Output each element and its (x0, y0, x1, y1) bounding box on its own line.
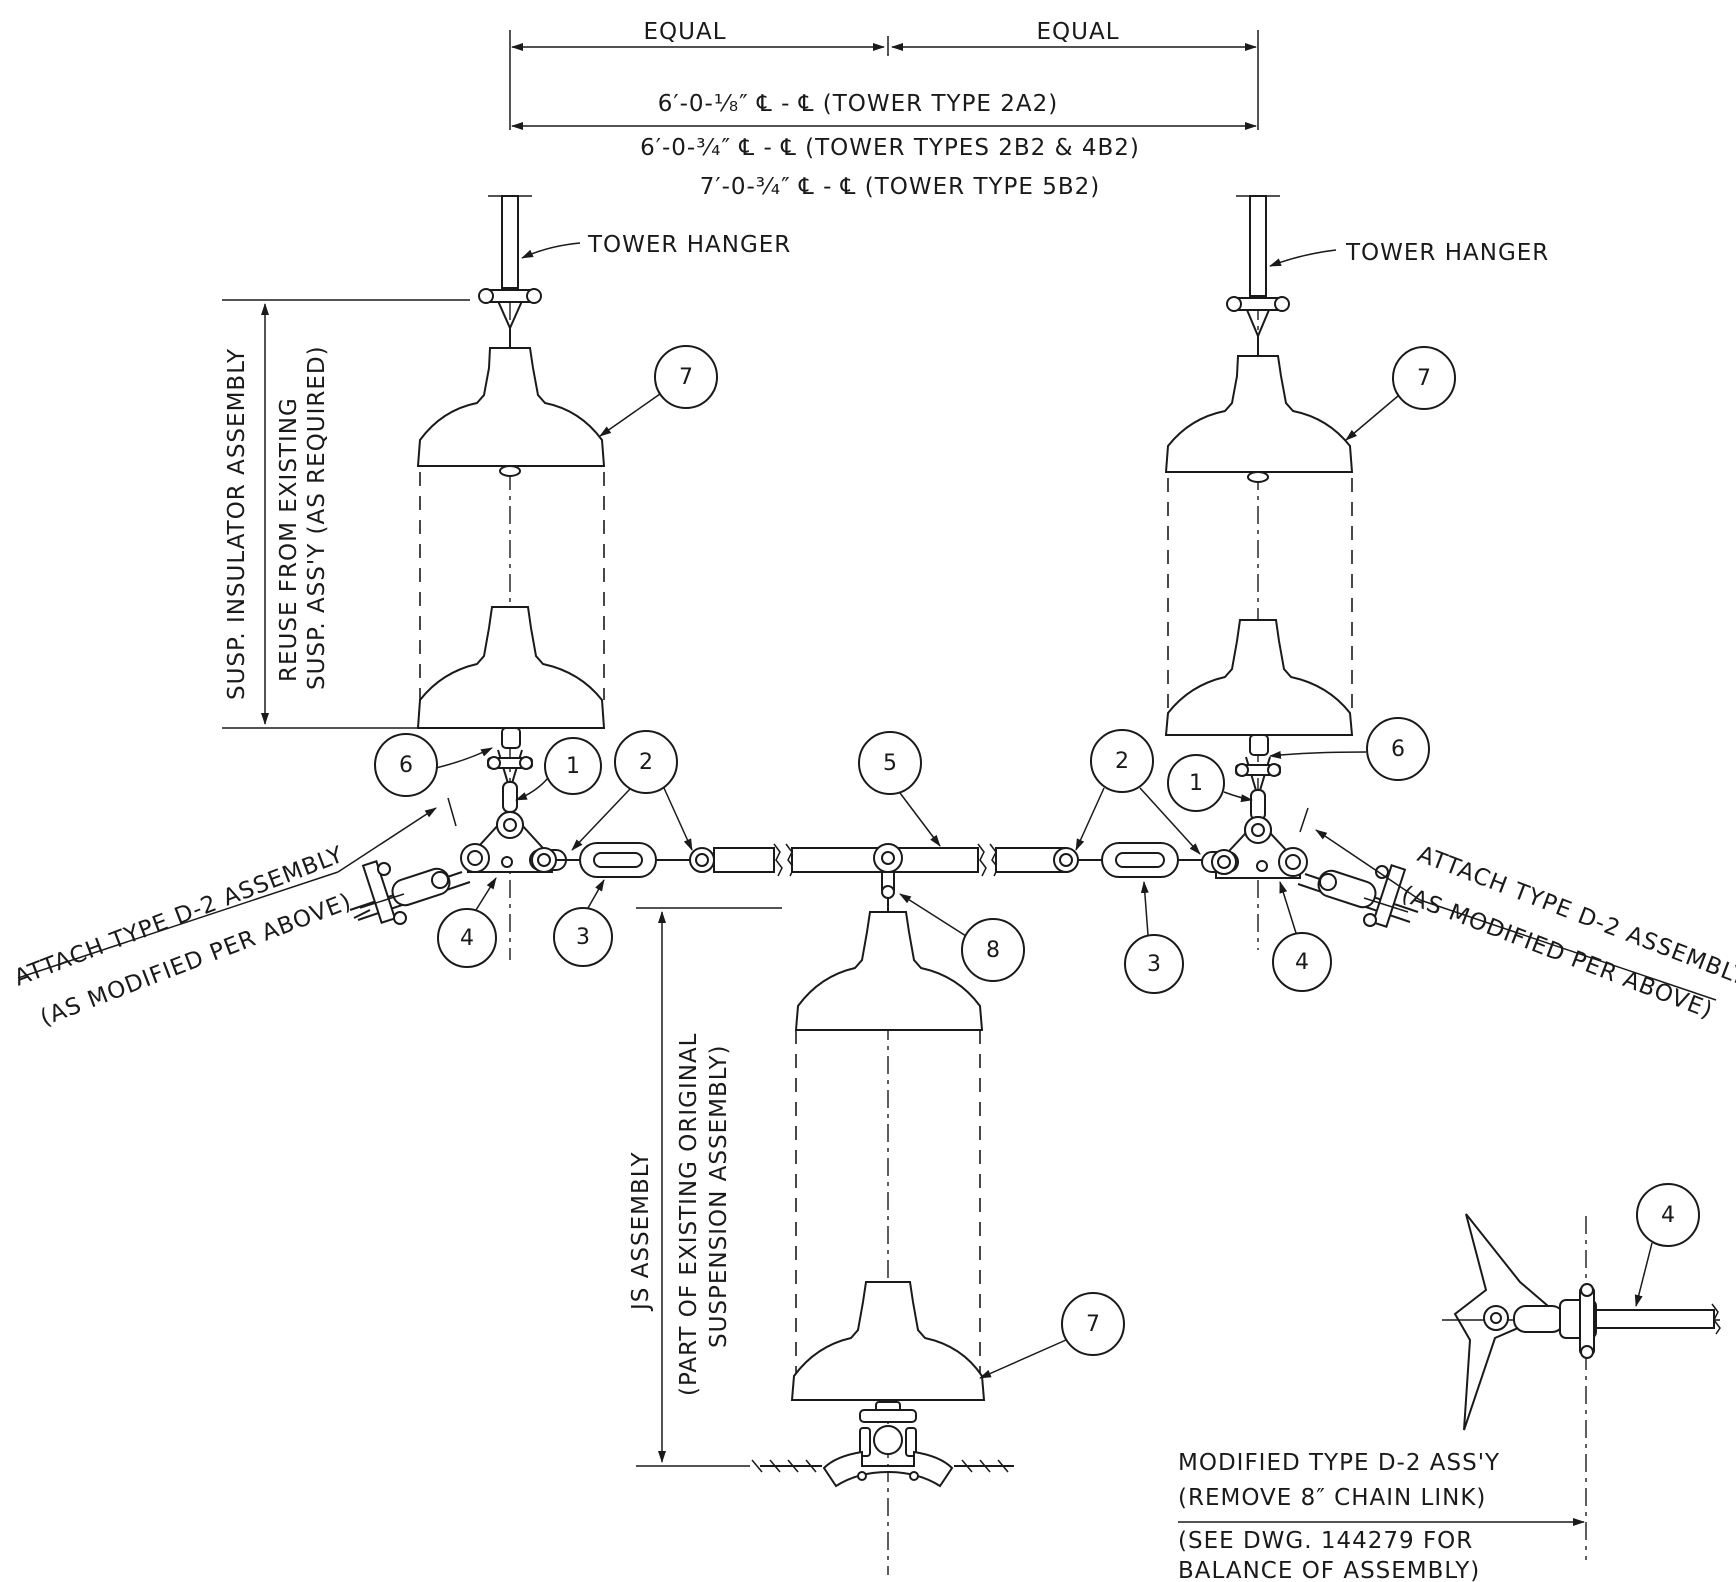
callout-7-right: 7 (1345, 346, 1456, 441)
part-existing-line1: (PART OF EXISTING ORIGINAL (676, 1033, 702, 1397)
tower-hanger-left: TOWER HANGER (521, 232, 791, 259)
callout-3-left: 3 (553, 879, 613, 967)
callout-4-left: 4 (437, 877, 497, 968)
callout-6-right: 6 (1269, 717, 1430, 781)
see-dwg-line1: (SEE DWG. 144279 FOR (1178, 1528, 1473, 1554)
modified-line1: MODIFIED TYPE D-2 ASS'Y (1178, 1450, 1500, 1476)
callout-7-left: 7 (599, 345, 718, 437)
callout-7-bottom: 7 (979, 1292, 1125, 1379)
svg-text:8: 8 (986, 938, 1000, 963)
callout-2-left: 2 (571, 730, 693, 851)
spacing-label-2b2-4b2: 6′-0-³⁄₄″ ℄ - ℄ (TOWER TYPES 2B2 & 4B2) (640, 135, 1140, 161)
svg-text:6: 6 (399, 753, 413, 778)
svg-text:3: 3 (1147, 952, 1161, 977)
callout-4-detail: 4 (1634, 1183, 1700, 1307)
spacing-label-2a2: 6′-0-¹⁄₈″ ℄ - ℄ (TOWER TYPE 2A2) (658, 91, 1059, 117)
svg-text:2: 2 (1115, 749, 1129, 774)
modified-line2: (REMOVE 8″ CHAIN LINK) (1178, 1485, 1486, 1511)
callout-6-left: 6 (374, 733, 493, 797)
svg-text:7: 7 (1417, 366, 1431, 391)
modified-d2-detail: MODIFIED TYPE D-2 ASS'Y (REMOVE 8″ CHAIN… (1178, 1213, 1721, 1582)
tower-hanger-right-label: TOWER HANGER (1345, 240, 1549, 266)
callout-8: 8 (899, 893, 1025, 982)
svg-text:6: 6 (1391, 737, 1405, 762)
callout-1-left: 1 (515, 737, 602, 801)
part-existing-line2: SUSPENSION ASSEMBLY) (706, 1044, 732, 1348)
callout-3-right: 3 (1124, 881, 1184, 994)
svg-text:4: 4 (1661, 1203, 1675, 1228)
callout-5: 5 (858, 731, 941, 847)
spacing-label-5b2: 7′-0-³⁄₄″ ℄ - ℄ (TOWER TYPE 5B2) (700, 174, 1101, 200)
tower-hanger-right: TOWER HANGER (1269, 240, 1549, 267)
susp-insulator-dimension: SUSP. INSULATOR ASSEMBLY REUSE FROM EXIS… (222, 299, 470, 729)
svg-text:7: 7 (1086, 1312, 1100, 1337)
callout-1-right: 1 (1167, 754, 1253, 812)
right-insulator-string (1164, 195, 1354, 950)
svg-text:7: 7 (679, 365, 693, 390)
reuse-label-line1: REUSE FROM EXISTING (276, 397, 302, 682)
svg-text:3: 3 (576, 925, 590, 950)
reuse-label-line2: SUSP. ASS'Y (AS REQUIRED) (304, 345, 330, 690)
yoke-assembly (460, 810, 1308, 912)
equal-left-label: EQUAL (643, 19, 726, 45)
left-d2-attachment (349, 860, 471, 925)
callout-4-right: 4 (1272, 881, 1332, 992)
callout-2-right: 2 (1075, 729, 1201, 855)
equal-right-label: EQUAL (1036, 19, 1119, 45)
svg-text:4: 4 (1295, 950, 1309, 975)
dimension-block: EQUAL EQUAL 6′-0-¹⁄₈″ ℄ - ℄ (TOWER TYPE … (509, 19, 1259, 200)
svg-text:2: 2 (639, 750, 653, 775)
svg-text:5: 5 (883, 751, 897, 776)
js-assembly-dimension: JS ASSEMBLY (PART OF EXISTING ORIGINAL S… (628, 907, 782, 1467)
tower-hanger-left-label: TOWER HANGER (587, 232, 791, 258)
svg-text:1: 1 (566, 754, 580, 779)
js-assembly-label: JS ASSEMBLY (628, 1151, 654, 1312)
susp-insulator-label: SUSP. INSULATOR ASSEMBLY (224, 348, 250, 700)
svg-text:4: 4 (460, 926, 474, 951)
see-dwg-line2: BALANCE OF ASSEMBLY) (1178, 1558, 1480, 1582)
bottom-insulator-string (751, 911, 1014, 1575)
svg-text:1: 1 (1189, 771, 1203, 796)
right-d2-attachment (1297, 864, 1419, 928)
